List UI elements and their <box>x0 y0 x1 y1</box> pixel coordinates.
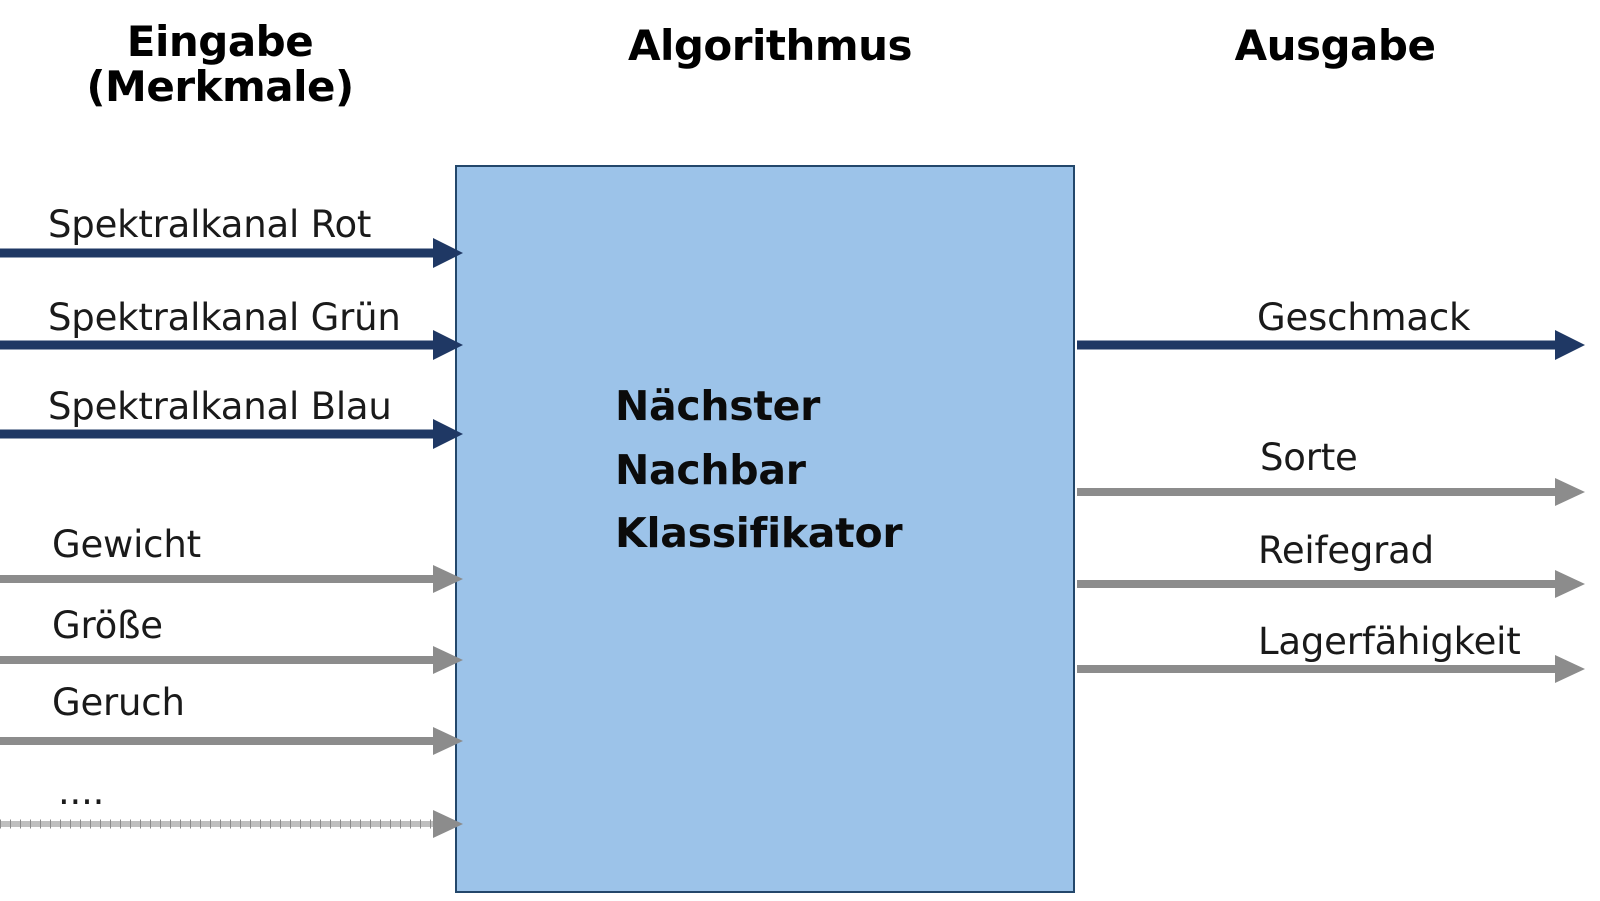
algorithm-box-label: Nächster Nachbar Klassifikator <box>615 382 903 558</box>
input-arrow-4 <box>0 645 463 674</box>
column-title-output: Ausgabe <box>1234 21 1436 70</box>
input-label-2: Spektralkanal Blau <box>48 385 392 428</box>
input-arrow-0 <box>0 238 463 268</box>
input-label-4: Größe <box>52 604 163 647</box>
input-label-6: .... <box>58 770 105 813</box>
column-title-input: Eingabe (Merkmale) <box>86 17 354 111</box>
output-arrow-3 <box>1077 654 1585 683</box>
output-arrow-2 <box>1077 569 1585 598</box>
output-arrow-0 <box>1077 330 1585 360</box>
algorithm-box <box>455 165 1075 893</box>
input-arrow-1 <box>0 330 463 360</box>
input-label-3: Gewicht <box>52 523 201 566</box>
column-title-algorithm: Algorithmus <box>627 21 913 70</box>
output-label-0: Geschmack <box>1257 296 1471 339</box>
input-arrow-5 <box>0 726 463 755</box>
output-arrow-1 <box>1077 477 1585 506</box>
input-label-1: Spektralkanal Grün <box>48 296 401 339</box>
input-label-5: Geruch <box>52 681 185 724</box>
output-label-1: Sorte <box>1260 436 1358 479</box>
input-label-0: Spektralkanal Rot <box>48 203 372 246</box>
input-arrow-3 <box>0 564 463 593</box>
output-label-2: Reifegrad <box>1258 529 1434 572</box>
input-arrow-6 <box>0 809 463 838</box>
input-arrow-2 <box>0 419 463 449</box>
output-label-3: Lagerfähigkeit <box>1258 620 1521 663</box>
